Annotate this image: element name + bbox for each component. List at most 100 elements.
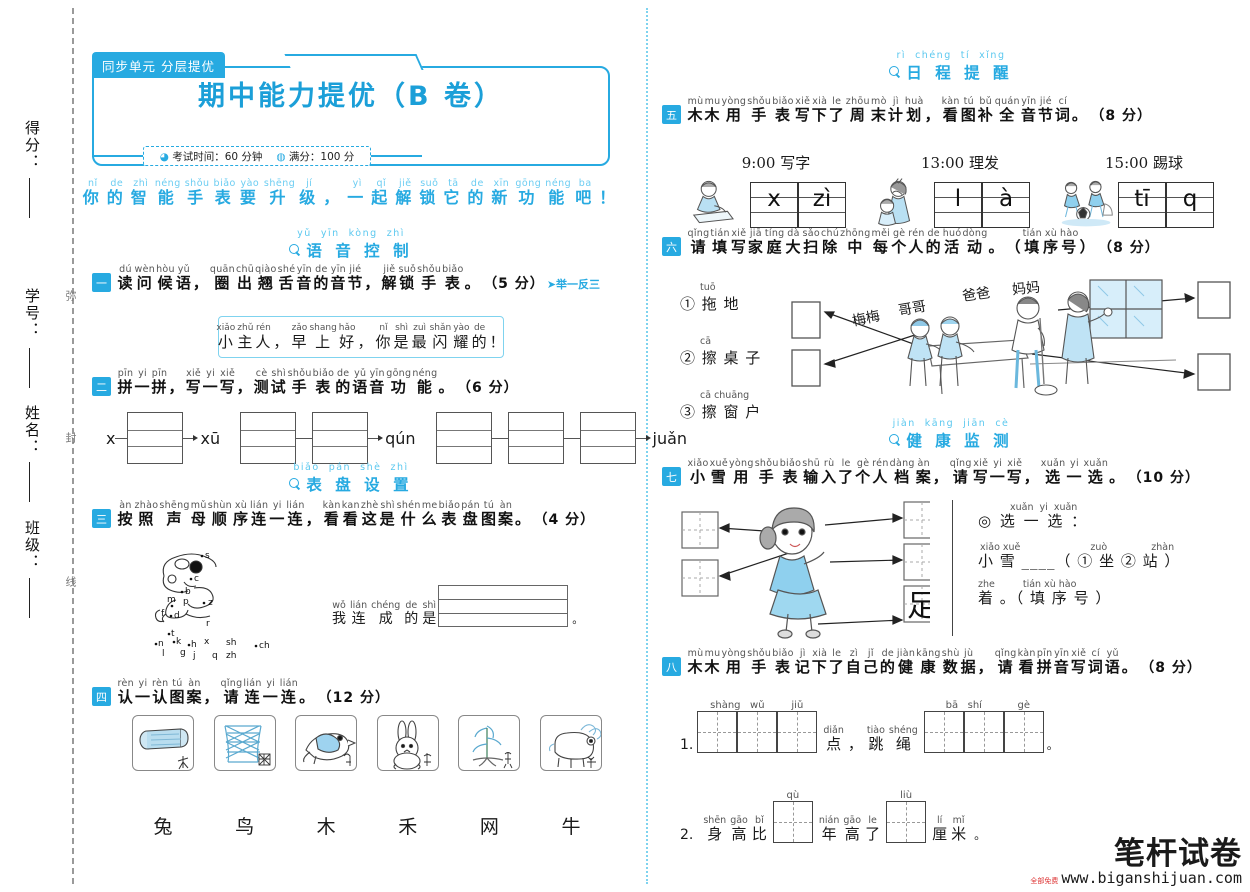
q2-pinyin-writing-box[interactable]: [579, 412, 636, 464]
tianzige-cell[interactable]: [923, 711, 964, 753]
q5-cell-value: à: [998, 185, 1014, 212]
q8-tianzige-group[interactable]: [1003, 711, 1044, 753]
q6-option-text: ① 拖 地: [680, 295, 740, 313]
svg-text:p: p: [183, 597, 189, 607]
hanzi: 划: [906, 106, 923, 124]
hanzi: 写: [730, 238, 747, 256]
section-agenda-title: 日 程 提 醒: [906, 64, 1013, 82]
q2-pinyin-writing-box[interactable]: [435, 412, 492, 464]
hanzi: 我: [332, 610, 346, 627]
pinyin: jù: [964, 648, 974, 659]
q8-item-index: 2.: [680, 827, 694, 843]
question-1-score: （5 分）: [483, 276, 545, 293]
tianzige-cell[interactable]: [886, 801, 927, 843]
pinyin: xià: [812, 648, 828, 659]
ox-icon[interactable]: [539, 715, 602, 771]
q2-pinyin-writing-box[interactable]: [312, 412, 369, 464]
pinyin: yi: [138, 368, 147, 379]
q5-pinyin-cell[interactable]: l: [934, 181, 982, 228]
pinyin: dàng: [889, 458, 915, 469]
watermark-brand: 笔杆试卷: [1114, 835, 1242, 872]
q8-tianzige-group[interactable]: [697, 711, 778, 753]
pinyin: shù: [941, 648, 960, 659]
watermark-url: www.biganshijuan.com: [1061, 868, 1242, 887]
q4-target-character[interactable]: 木: [316, 816, 336, 838]
svg-text:q: q: [212, 651, 218, 661]
bird-icon[interactable]: [295, 715, 358, 771]
tianzige-cell[interactable]: [737, 711, 778, 753]
pinyin: néng: [412, 368, 438, 379]
hanzi: ，: [168, 378, 185, 396]
hanzi: 小: [217, 332, 234, 351]
hanzi: 请: [690, 238, 707, 256]
section-dial-pinyin: biǎo pán shè zhì: [293, 462, 409, 473]
q4-target-character[interactable]: 牛: [561, 816, 581, 838]
tianzige-cell[interactable]: [1003, 711, 1044, 753]
hanzi: 词: [1087, 658, 1104, 676]
pinyin: yi: [272, 500, 282, 511]
section-dial-title: 表 盘 设 置: [306, 476, 413, 494]
q5-pinyin-cell[interactable]: zì: [798, 181, 846, 228]
question-3-answer-box[interactable]: [438, 585, 569, 627]
q8-tianzige-group[interactable]: [777, 711, 818, 753]
hanzi: 是: [422, 610, 437, 627]
tianzige-cell[interactable]: [963, 711, 1004, 753]
q2-pinyin-writing-box[interactable]: [507, 412, 564, 464]
q4-target-character[interactable]: 鸟: [235, 816, 255, 838]
char-unit: ，: [306, 510, 322, 528]
q5-pinyin-cell[interactable]: x: [750, 181, 798, 228]
pinyin: xiě: [795, 96, 811, 107]
q2-pinyin-writing-box[interactable]: [240, 412, 297, 464]
q4-target-character[interactable]: 网: [479, 816, 499, 838]
period-mark: 。: [974, 828, 987, 842]
q4-target-character[interactable]: 兔: [153, 816, 173, 838]
grain-icon[interactable]: [458, 715, 521, 771]
hanzi: ，: [1023, 468, 1040, 486]
pinyin: shū: [802, 458, 821, 469]
tianzige-cell[interactable]: [777, 711, 818, 753]
q7-choice-line1[interactable]: 小 雪 ____（ ① 坐 ② 站 ）: [978, 552, 1181, 571]
svg-text:z: z: [208, 598, 213, 608]
q5-pinyin-cell[interactable]: q: [1166, 181, 1214, 228]
pinyin: qǐng: [687, 228, 710, 239]
pinyin: gōng: [386, 368, 412, 379]
q2-pinyin-writing-box[interactable]: [127, 412, 184, 464]
hanzi: 主: [237, 332, 254, 351]
hanzi: ）: [1079, 238, 1096, 256]
net-icon[interactable]: [213, 715, 276, 771]
tianzige-cell[interactable]: [772, 801, 813, 843]
q5-pinyin-cell[interactable]: à: [982, 181, 1030, 228]
q8-tianzige-group[interactable]: [886, 801, 927, 843]
hanzi: 一: [347, 188, 368, 207]
pinyin: rén: [256, 322, 271, 333]
char-unit: 。: [465, 274, 481, 292]
q8-tianzige-group[interactable]: [923, 711, 1004, 753]
pinyin-over-boxes: jiǔ: [777, 700, 818, 753]
q5-pinyin-cell[interactable]: tī: [1118, 181, 1166, 228]
pinyin: le: [832, 96, 842, 107]
q8-tianzige-group[interactable]: [772, 801, 813, 843]
q4-target-character[interactable]: 禾: [398, 816, 418, 838]
log-icon[interactable]: [132, 715, 194, 771]
tianzige-cell[interactable]: [697, 711, 738, 753]
rabbit-icon[interactable]: [376, 715, 439, 771]
